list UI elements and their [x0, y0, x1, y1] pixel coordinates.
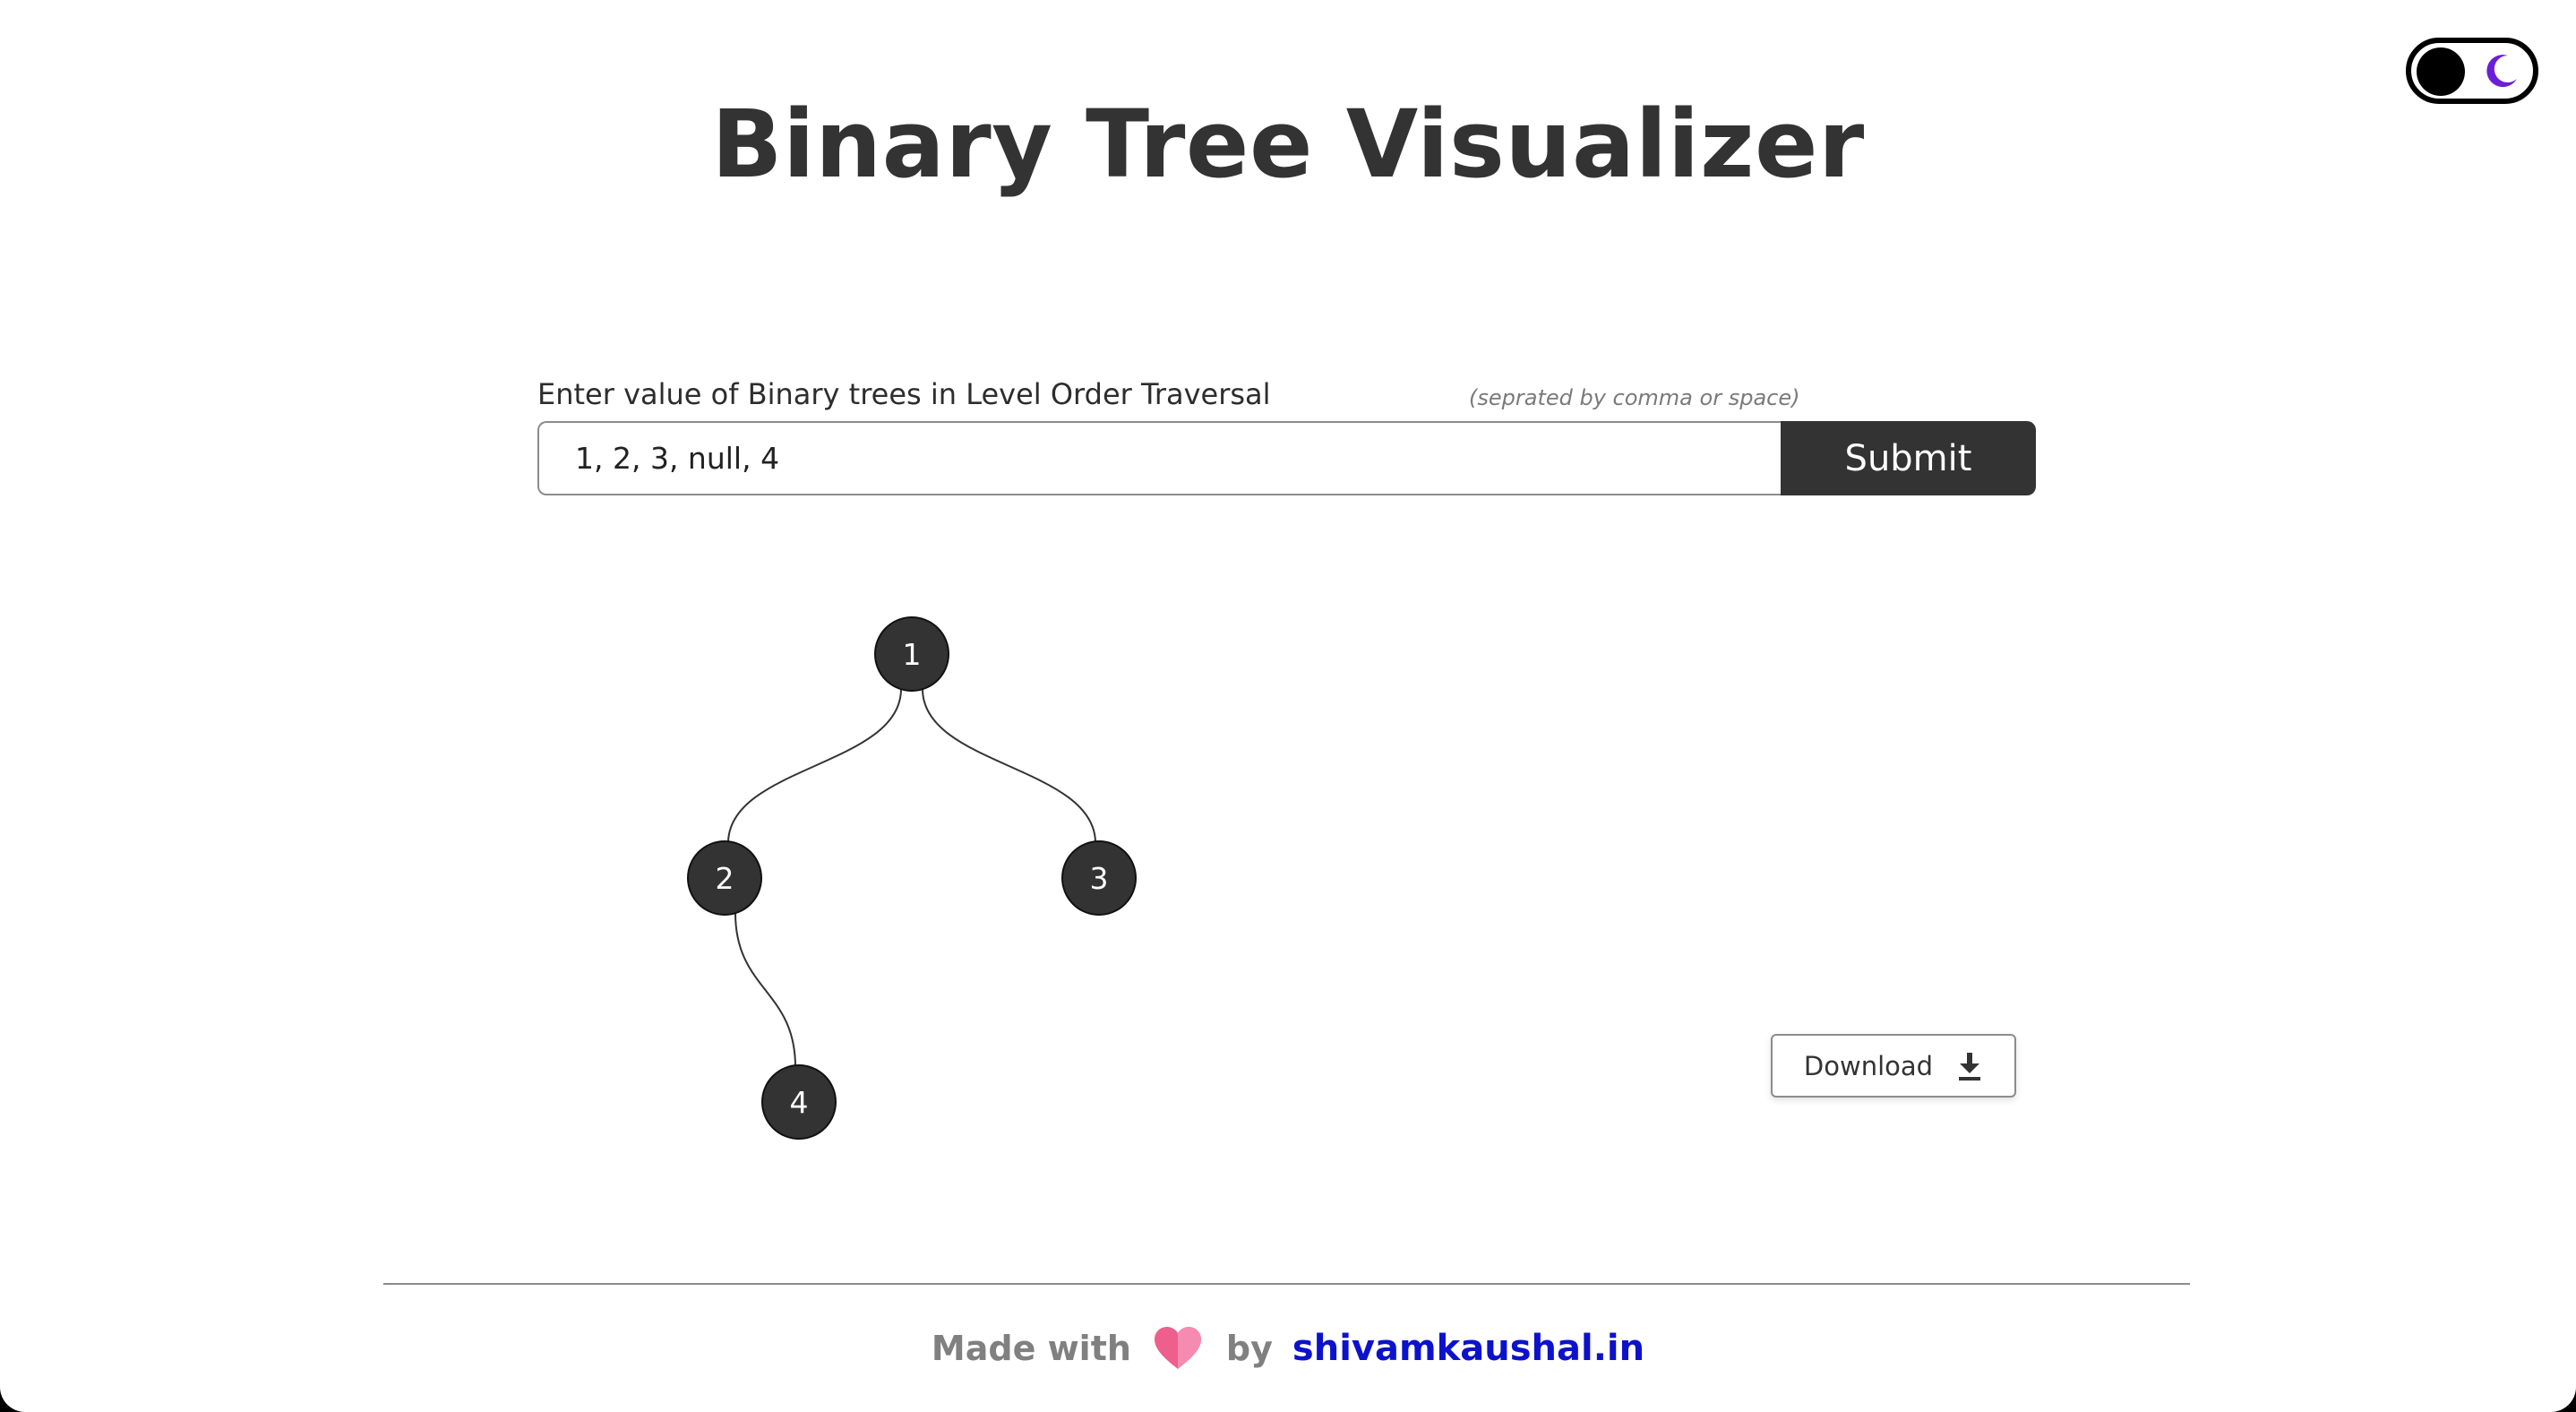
footer-by: by [1225, 1329, 1273, 1368]
tree-node-1 [874, 616, 949, 692]
tree-edge-2-4 [734, 912, 796, 1068]
download-button[interactable]: Download [1771, 1034, 2016, 1098]
moon-icon [2486, 55, 2517, 88]
toggle-knob [2417, 47, 2465, 96]
tree-node-label-1: 1 [903, 637, 922, 672]
submit-button[interactable]: Submit [1781, 421, 2036, 495]
input-label: Enter value of Binary trees in Level Ord… [537, 377, 1271, 411]
tree-edge-1-3 [922, 688, 1096, 844]
tree-nodes: 1 2 3 4 [687, 616, 1137, 1140]
download-icon [1959, 1052, 1981, 1081]
input-hint: (seprated by comma or space) [1469, 385, 1800, 410]
footer-divider [383, 1283, 2190, 1285]
tree-node-4 [761, 1064, 837, 1140]
footer-made-with: Made with [931, 1329, 1131, 1368]
page-title: Binary Tree Visualizer [711, 90, 1865, 199]
tree-edge-1-2 [727, 688, 902, 844]
tree-node-label-3: 3 [1090, 861, 1109, 896]
author-link[interactable]: shivamkaushal.in [1292, 1328, 1645, 1369]
footer: Made with by shivamkaushal.in [0, 1317, 2576, 1380]
tree-node-label-4: 4 [790, 1085, 809, 1120]
tree-canvas: 1 2 3 4 [687, 616, 1137, 1140]
tree-values-input[interactable] [537, 421, 1784, 495]
tree-node-2 [687, 840, 762, 916]
download-label: Download [1803, 1050, 1934, 1081]
heart-icon [1154, 1327, 1201, 1369]
tree-node-3 [1061, 840, 1137, 916]
tree-edges [727, 688, 1096, 1068]
tree-node-label-2: 2 [716, 861, 734, 896]
theme-toggle[interactable] [2406, 38, 2538, 104]
